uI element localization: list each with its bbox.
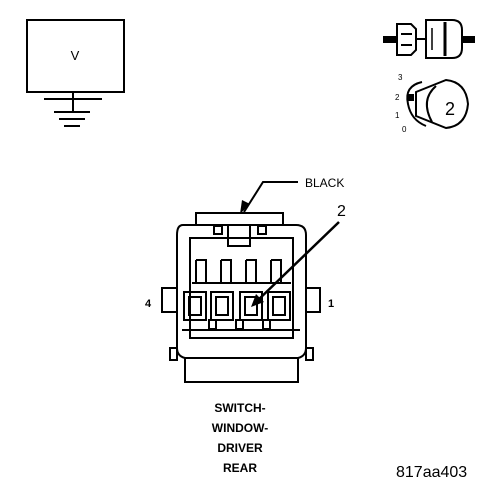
cavity-1 [267, 291, 291, 321]
pin-label-left: 4 [145, 298, 152, 310]
probe-position-1: 1 [395, 111, 400, 120]
voltmeter-icon [26, 19, 125, 127]
voltmeter-label: V [71, 48, 80, 63]
caption-line-3: DRIVER [217, 441, 263, 455]
pin-label-right: 1 [328, 298, 334, 310]
cavity-3 [210, 291, 234, 321]
cavity-4 [183, 291, 207, 321]
pin-callout-leader [251, 221, 340, 307]
probe-position-labels: 3 2 1 0 [395, 73, 407, 134]
probe-position-3: 3 [398, 73, 403, 82]
probe-selector-icon [406, 78, 470, 130]
pin-callout-number: 2 [337, 203, 346, 220]
cavity-2 [239, 291, 263, 321]
probe-position-0: 0 [402, 125, 407, 134]
probe-position-2: 2 [395, 93, 400, 102]
connector-caption: SWITCH- WINDOW- DRIVER REAR [170, 398, 310, 478]
probe-adapter-icon [383, 19, 475, 59]
figure-id: 817aa403 [396, 464, 468, 481]
connector-latches [195, 259, 282, 282]
connector-color-label: BLACK [305, 176, 344, 190]
color-callout-leader [240, 181, 298, 214]
caption-line-2: WINDOW- [211, 421, 269, 435]
connector-cavities [183, 291, 291, 330]
probe-number: 2 [445, 99, 455, 119]
caption-line-4: REAR [222, 461, 257, 475]
caption-line-1: SWITCH- [214, 401, 266, 415]
